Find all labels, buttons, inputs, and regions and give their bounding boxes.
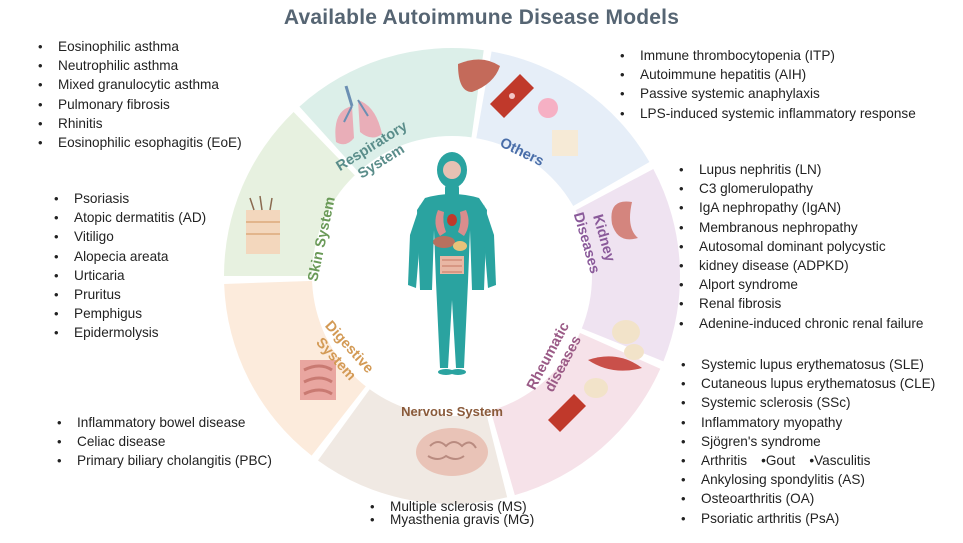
disease-item: Inflammatory bowel disease <box>51 413 272 432</box>
disease-item: IgA nephropathy (IgAN) <box>673 198 923 217</box>
internal-organs-icon <box>433 161 469 274</box>
disease-item: LPS-induced systemic inflammatory respon… <box>614 104 916 123</box>
disease-item: Inflammatory myopathy <box>675 413 935 432</box>
disease-item: Renal fibrosis <box>673 294 923 313</box>
disease-item: C3 glomerulopathy <box>673 179 923 198</box>
liver-icon <box>458 59 500 92</box>
disease-item: Sjögren's syndrome <box>675 432 935 451</box>
disease-item: Alport syndrome <box>673 275 923 294</box>
disease-item: Celiac disease <box>51 432 272 451</box>
kidney-disease-list: Lupus nephritis (LN)C3 glomerulopathyIgA… <box>673 160 923 333</box>
disease-item: Osteoarthritis (OA) <box>675 489 935 508</box>
disease-item: Vitiligo <box>48 227 206 246</box>
svg-text:Nervous System: Nervous System <box>401 404 503 419</box>
disease-item: Urticaria <box>48 266 206 285</box>
skin-disease-list: PsoriasisAtopic dermatitis (AD)VitiligoA… <box>48 189 206 343</box>
disease-item: Pemphigus <box>48 304 206 323</box>
disease-item: Eosinophilic esophagitis (EoE) <box>32 133 242 152</box>
disease-item: Arthritis•Gout•Vasculitis <box>675 451 935 470</box>
disease-item: Ankylosing spondylitis (AS) <box>675 470 935 489</box>
nervous-disease-list: Multiple sclerosis (MS)Myasthenia gravis… <box>364 500 534 527</box>
disease-item: Autosomal dominant polycystic <box>673 237 923 256</box>
disease-item: Psoriatic arthritis (PsA) <box>675 509 935 528</box>
disease-item: Neutrophilic asthma <box>32 56 242 75</box>
disease-item: Adenine-induced chronic renal failure <box>673 314 923 333</box>
disease-item: Mixed granulocytic asthma <box>32 75 242 94</box>
brain-icon <box>416 428 488 476</box>
disease-item-inline: •Vasculitis <box>809 453 871 469</box>
disease-item: Psoriasis <box>48 189 206 208</box>
disease-item: Lupus nephritis (LN) <box>673 160 923 179</box>
lungs-icon <box>335 85 382 145</box>
others-disease-list: Immune thrombocytopenia (ITP)Autoimmune … <box>614 46 916 123</box>
blood-vessel-icon <box>490 74 578 156</box>
disease-item: Passive systemic anaphylaxis <box>614 84 916 103</box>
disease-item: Epidermolysis <box>48 323 206 342</box>
disease-item: Systemic lupus erythematosus (SLE) <box>675 355 935 374</box>
disease-item: Atopic dermatitis (AD) <box>48 208 206 227</box>
disease-item: Immune thrombocytopenia (ITP) <box>614 46 916 65</box>
disease-item-inline: •Gout <box>761 453 796 469</box>
disease-item: Pruritus <box>48 285 206 304</box>
disease-item: Myasthenia gravis (MG) <box>364 513 534 527</box>
intestine-icon <box>300 360 336 400</box>
disease-item: Alopecia areata <box>48 247 206 266</box>
disease-item: Membranous nephropathy <box>673 218 923 237</box>
digestive-disease-list: Inflammatory bowel diseaseCeliac disease… <box>51 413 272 471</box>
disease-item: Eosinophilic asthma <box>32 37 242 56</box>
skin-hair-icon <box>246 195 280 254</box>
segment-label-nervous: Nervous System <box>401 404 503 419</box>
disease-item: Pulmonary fibrosis <box>32 95 242 114</box>
disease-item: Systemic sclerosis (SSc) <box>675 393 935 412</box>
rheumatic-disease-list: Systemic lupus erythematosus (SLE)Cutane… <box>675 355 935 528</box>
disease-item: Multiple sclerosis (MS) <box>364 500 534 514</box>
disease-item: Cutaneous lupus erythematosus (CLE) <box>675 374 935 393</box>
disease-item: Rhinitis <box>32 114 242 133</box>
disease-item: kidney disease (ADPKD) <box>673 256 923 275</box>
page-title: Available Autoimmune Disease Models <box>283 6 680 29</box>
disease-item: Primary biliary cholangitis (PBC) <box>51 451 272 470</box>
kidney-icon <box>611 201 638 240</box>
respiratory-disease-list: Eosinophilic asthmaNeutrophilic asthmaMi… <box>32 37 242 152</box>
disease-item: Autoimmune hepatitis (AIH) <box>614 65 916 84</box>
joint-bone-icon <box>548 320 644 432</box>
